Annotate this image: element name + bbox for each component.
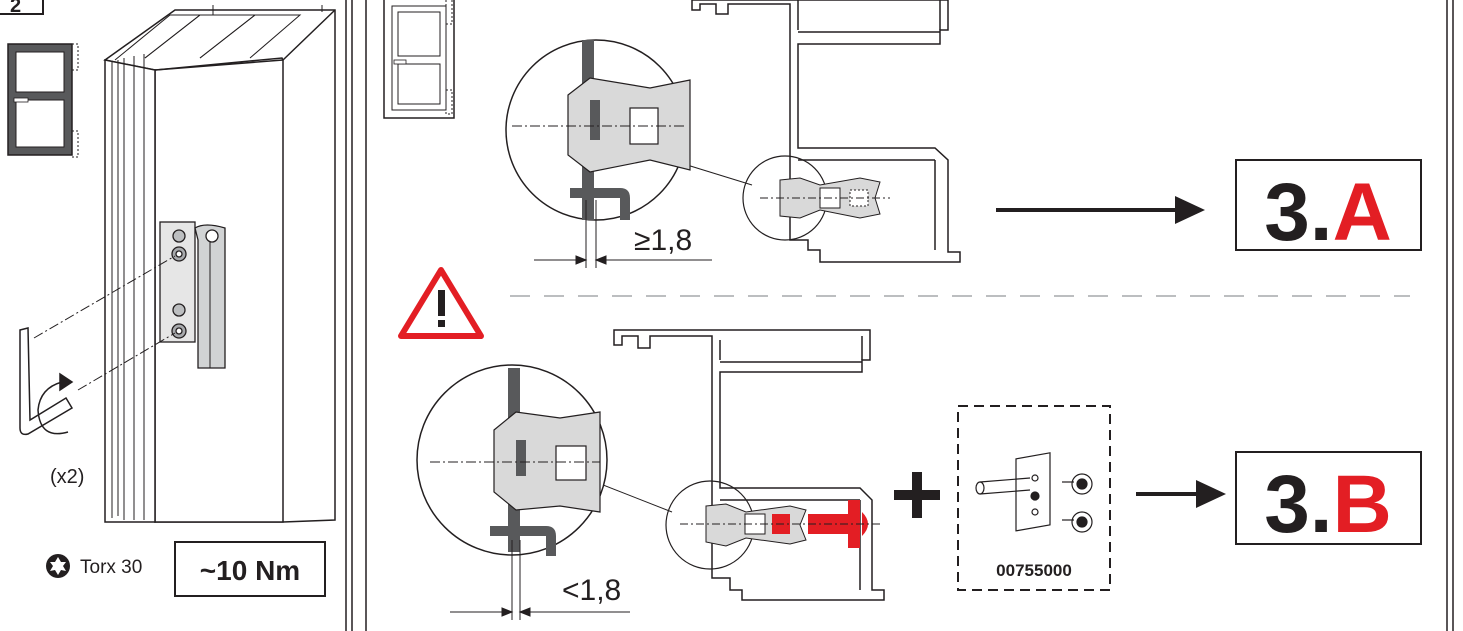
door-icon — [7, 43, 79, 158]
detail-circle-large-a — [505, 39, 691, 221]
tool-label: Torx 30 — [80, 557, 142, 578]
torque-value: ~10 Nm — [200, 555, 300, 586]
door-icon — [383, 0, 455, 119]
kit-part-number: 00755000 — [996, 561, 1072, 580]
panel-frames — [345, 0, 1454, 631]
door-profile-3d — [103, 5, 336, 523]
detail-circle-large-b — [416, 364, 608, 556]
gap-dimension-a — [534, 200, 712, 268]
torx-star-icon — [46, 554, 70, 578]
gap-label-b: <1,8 — [562, 574, 621, 607]
plus-icon — [894, 472, 940, 518]
target-step-a: 3.A — [1264, 167, 1392, 258]
hinge-body — [159, 221, 226, 369]
target-step-box-a: 3.A — [1235, 159, 1422, 258]
rotate-arrow-icon — [37, 372, 74, 435]
warning-triangle-icon — [398, 267, 484, 339]
kit-box: 00755000 — [957, 405, 1111, 591]
step-number: 2 — [10, 0, 21, 17]
kit-parts-illustration — [975, 452, 1093, 533]
detail-circle-small-b — [665, 480, 880, 570]
gap-label-a: ≥1,8 — [634, 224, 692, 257]
quantity-note: (x2) — [50, 466, 84, 488]
door-profile-section-b — [613, 329, 885, 601]
hex-key-icon — [19, 327, 74, 436]
target-step-box-b: 3.B — [1235, 451, 1422, 550]
arrow-right-icon — [996, 196, 1205, 224]
gap-dimension-b — [450, 540, 630, 620]
screw-guide-lines — [33, 255, 176, 391]
target-step-b: 3.B — [1264, 459, 1392, 550]
torque-box: ~10 Nm — [174, 541, 326, 597]
detail-circle-small-a — [742, 155, 890, 241]
door-profile-section-a — [691, 0, 961, 263]
step-number-box: 2 — [0, 0, 44, 17]
arrow-right-icon — [1136, 480, 1226, 508]
